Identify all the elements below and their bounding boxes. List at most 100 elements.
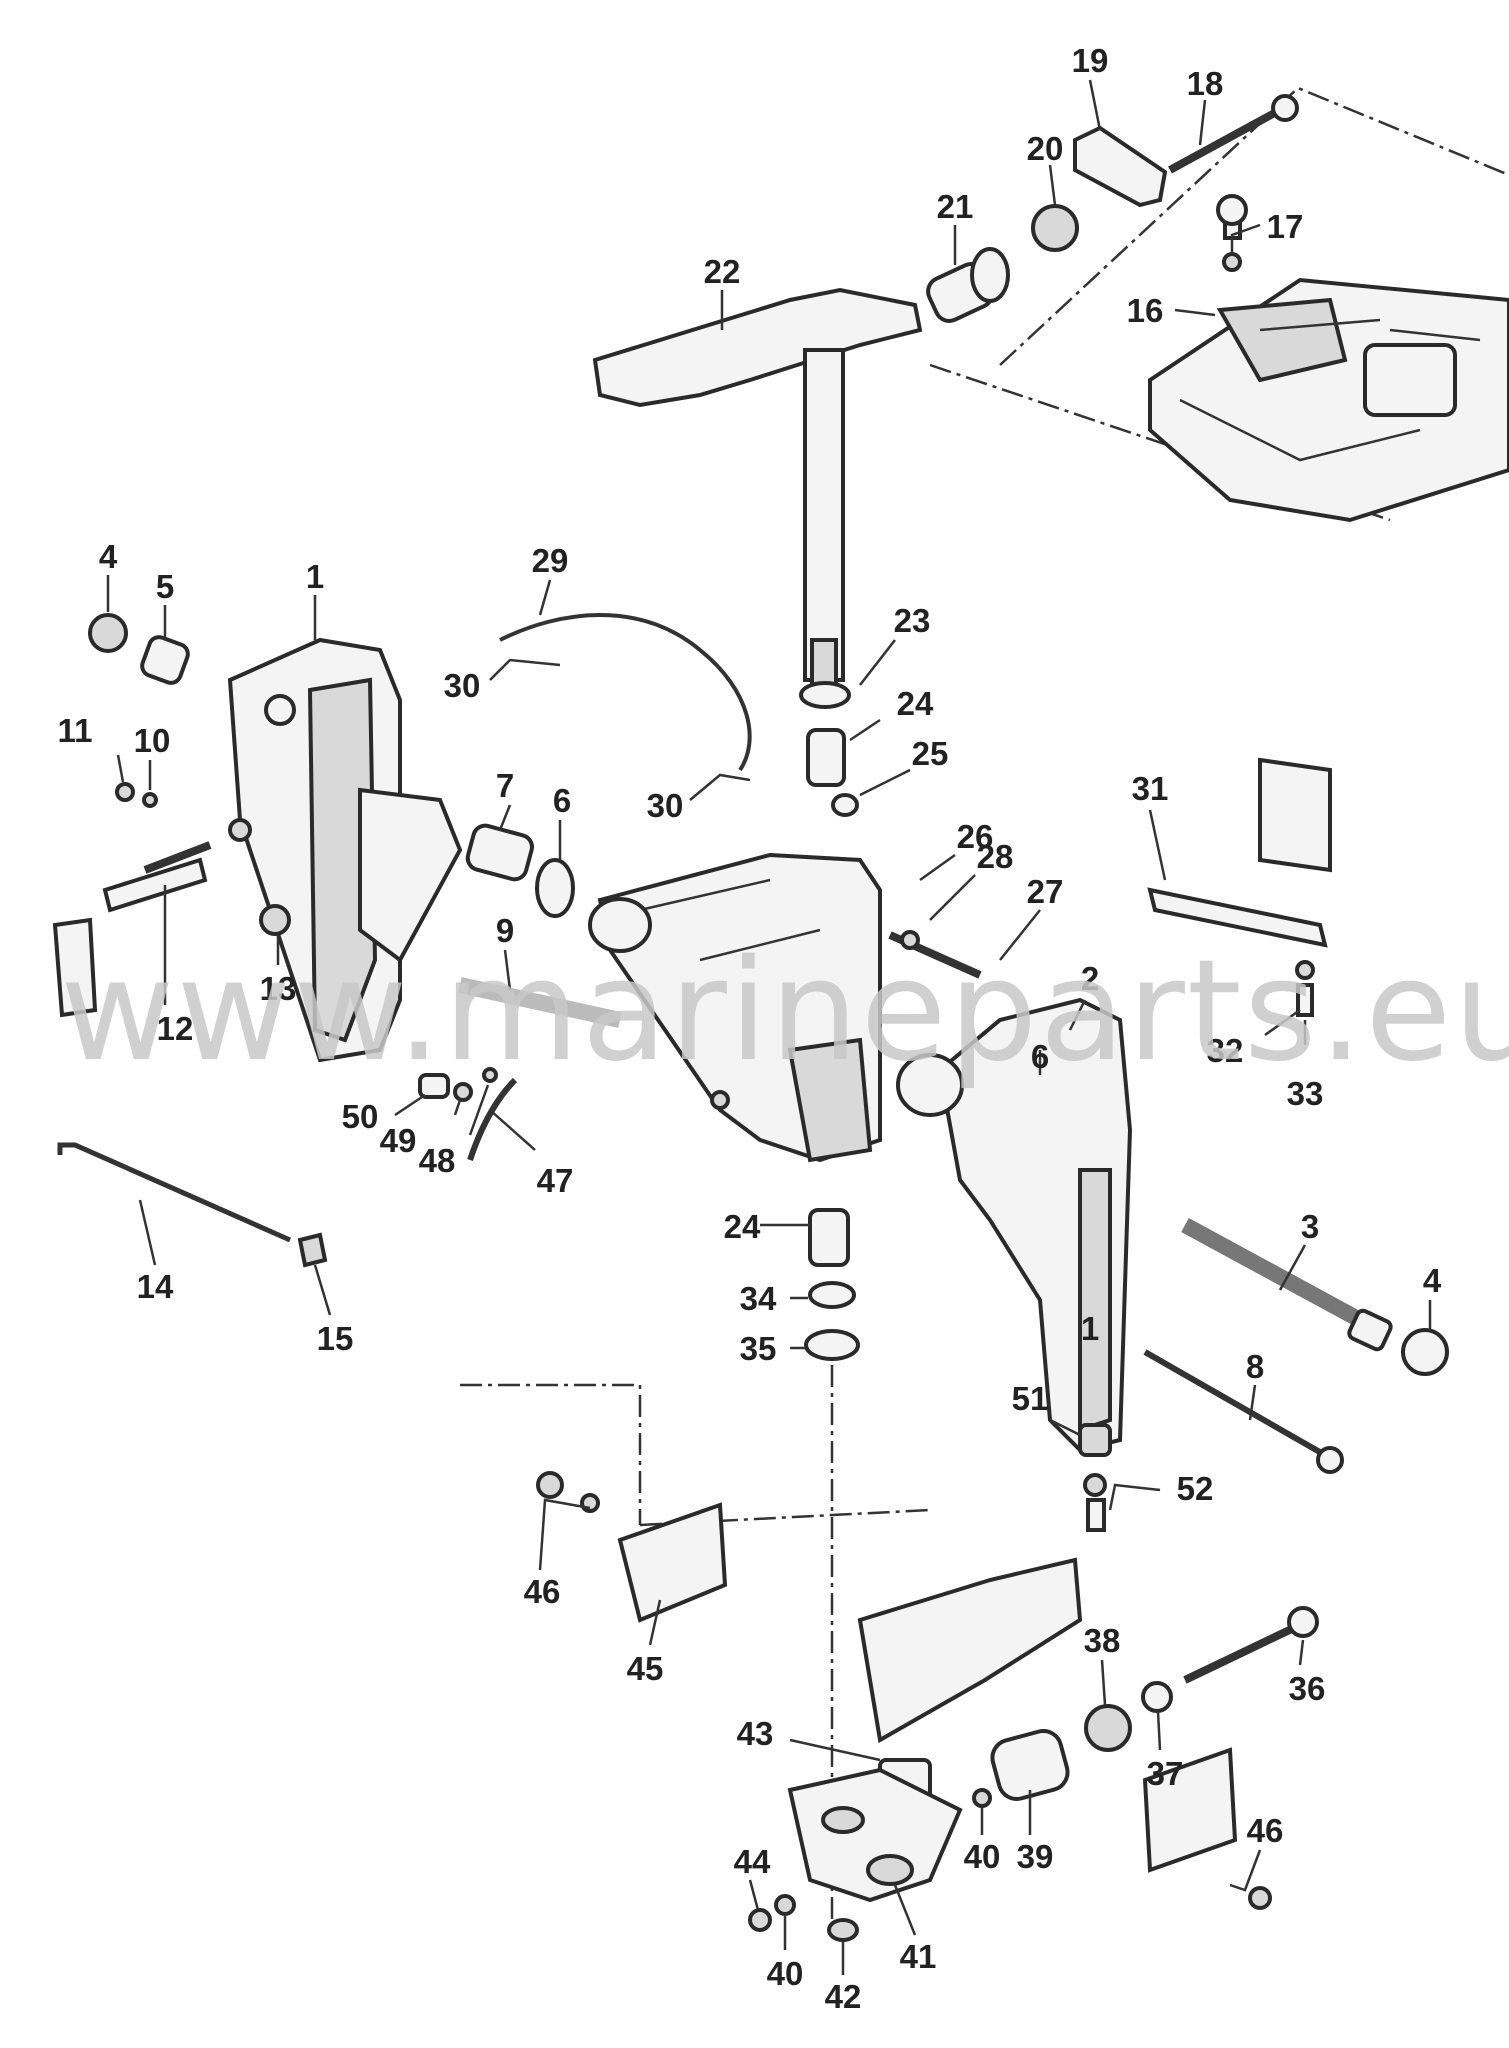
part-15 xyxy=(297,1232,328,1268)
transom-plate-assembly xyxy=(929,86,1509,523)
steering-arm-22 xyxy=(592,287,923,687)
plate-left xyxy=(52,917,98,1018)
rod-8-end xyxy=(1316,1446,1344,1474)
callout-37: 37 xyxy=(1147,1755,1184,1792)
callout-11: 11 xyxy=(58,712,93,749)
callout-9: 9 xyxy=(496,912,514,949)
callout-32: 32 xyxy=(1207,1032,1244,1069)
callout-46-left: 46 xyxy=(524,1573,561,1610)
callout-44: 44 xyxy=(734,1843,771,1880)
nut-3 xyxy=(1347,1308,1393,1352)
callout-35: 35 xyxy=(740,1330,777,1367)
callout-46-right: 46 xyxy=(1247,1812,1284,1849)
spring-12 xyxy=(143,841,212,874)
callout-30-mid: 30 xyxy=(647,787,684,824)
callout-34: 34 xyxy=(740,1280,777,1317)
part-50 xyxy=(418,1073,450,1099)
callout-33: 33 xyxy=(1287,1075,1324,1112)
yoke-41-hole-b xyxy=(866,1854,914,1886)
callout-51: 51 xyxy=(1012,1380,1049,1417)
callout-29: 29 xyxy=(532,542,569,579)
guide-lines-lower xyxy=(460,1383,931,1527)
callout-48: 48 xyxy=(419,1142,456,1179)
bracket-31b xyxy=(1258,757,1332,873)
callout-42: 42 xyxy=(825,1978,862,2015)
leader-lines xyxy=(106,79,1432,1975)
callout-31: 31 xyxy=(1132,770,1169,807)
callout-17: 17 xyxy=(1267,208,1304,245)
bolt-36-head xyxy=(1287,1606,1319,1638)
bolt-52 xyxy=(1086,1498,1106,1532)
callout-49: 49 xyxy=(380,1122,417,1159)
callout-14: 14 xyxy=(137,1268,174,1305)
callout-27: 27 xyxy=(1027,873,1064,910)
callout-labels: 19 18 20 21 17 22 16 4 5 1 29 23 30 11 1… xyxy=(58,42,1442,2015)
callout-45: 45 xyxy=(627,1650,664,1687)
callout-18: 18 xyxy=(1187,65,1224,102)
part-10 xyxy=(142,792,158,808)
mount-21 xyxy=(926,247,1010,323)
nut-20 xyxy=(1031,204,1079,252)
plate-31 xyxy=(1147,887,1328,948)
callout-6-right: 6 xyxy=(1031,1038,1049,1075)
watermark-text: www.marineparts.eu xyxy=(60,930,1509,1093)
callout-1-left: 1 xyxy=(306,558,324,595)
callout-26: 26 xyxy=(957,818,994,855)
callout-39: 39 xyxy=(1017,1838,1054,1875)
part-51 xyxy=(1078,1423,1112,1457)
mount-39 xyxy=(990,1729,1070,1801)
callout-47: 47 xyxy=(537,1162,574,1199)
nut-4-right xyxy=(1401,1328,1449,1376)
wire-47 xyxy=(467,1077,518,1161)
callout-52: 52 xyxy=(1177,1470,1214,1507)
callout-3: 3 xyxy=(1301,1208,1319,1245)
callout-10: 10 xyxy=(134,722,171,759)
plate-12 xyxy=(102,857,208,913)
washer-28 xyxy=(900,930,920,950)
callout-43: 43 xyxy=(737,1715,774,1752)
rod-8 xyxy=(1143,1349,1327,1458)
bolt-18 xyxy=(1168,94,1299,174)
callout-7: 7 xyxy=(496,767,514,804)
callout-40-left: 40 xyxy=(767,1955,804,1992)
clamp-bracket-left xyxy=(227,637,463,1063)
clamp-bracket-right xyxy=(896,997,1133,1453)
bolt-36 xyxy=(1183,1621,1302,1684)
yoke-41 xyxy=(787,1767,963,1903)
screw-3 xyxy=(1181,1217,1364,1328)
callout-41: 41 xyxy=(900,1938,937,1975)
part-25 xyxy=(831,793,859,817)
callout-22: 22 xyxy=(704,253,741,290)
callout-24-top: 24 xyxy=(897,685,934,722)
callout-4-right: 4 xyxy=(1423,1262,1442,1299)
part-11 xyxy=(115,782,135,802)
callout-2: 2 xyxy=(1081,960,1099,997)
callout-16: 16 xyxy=(1127,292,1164,329)
bushing-24-bottom xyxy=(808,1208,850,1267)
callout-28: 28 xyxy=(977,838,1014,875)
bushing-24-top xyxy=(806,728,846,787)
callout-36: 36 xyxy=(1289,1670,1326,1707)
part-48 xyxy=(482,1067,498,1083)
flange-6-left xyxy=(535,858,575,918)
callout-50: 50 xyxy=(342,1098,379,1135)
callout-24-bottom: 24 xyxy=(724,1208,761,1245)
callout-21: 21 xyxy=(937,188,974,225)
washer-40-right xyxy=(972,1788,992,1808)
washer-40-left xyxy=(774,1894,796,1916)
oring-34 xyxy=(808,1281,856,1309)
washer-23 xyxy=(799,681,851,709)
plate-45 xyxy=(617,1502,728,1623)
plate-46-right xyxy=(1142,1747,1238,1873)
screw-33 xyxy=(1296,983,1314,1017)
washer-37 xyxy=(1141,1681,1173,1713)
part-13 xyxy=(259,904,291,936)
callout-40-right: 40 xyxy=(964,1838,1001,1875)
nut-4-left xyxy=(88,613,128,653)
ground-wire-29 xyxy=(499,613,752,772)
callout-38: 38 xyxy=(1084,1622,1121,1659)
rod-14 xyxy=(57,1142,292,1243)
lower-mount xyxy=(857,1557,1083,1744)
callout-25: 25 xyxy=(912,735,949,772)
